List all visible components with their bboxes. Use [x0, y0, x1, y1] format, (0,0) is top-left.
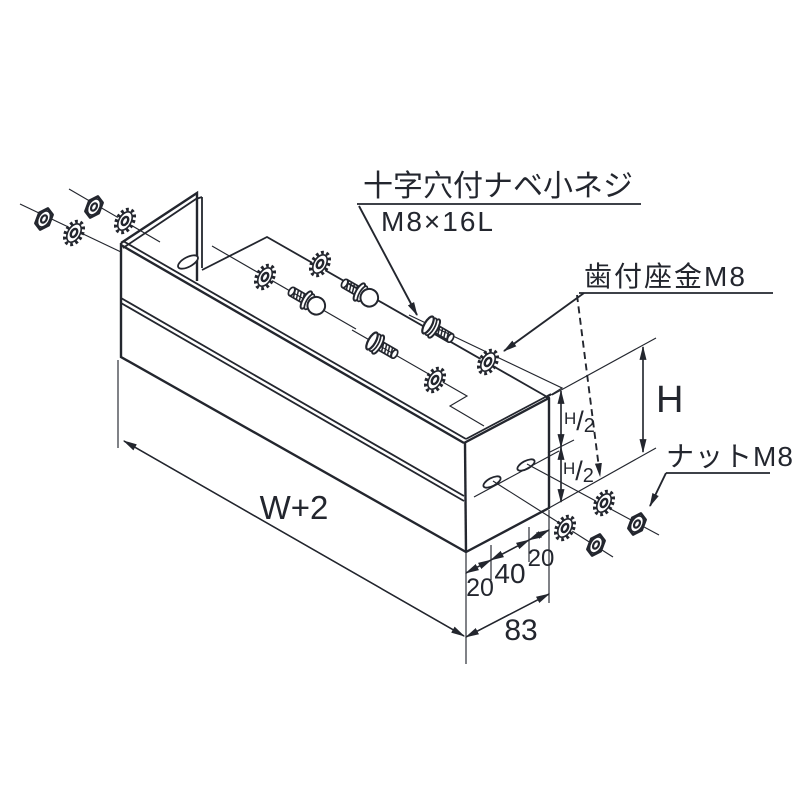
machine-screw-2	[340, 278, 380, 308]
callout-nut: ナットM8	[649, 441, 794, 508]
dimension-half-height-lower: H/2	[557, 445, 594, 504]
toothed-washer-6	[476, 348, 500, 376]
left-end-plate	[120, 190, 203, 281]
toothed-washer-5	[423, 366, 447, 394]
dimension-depth: 83	[464, 593, 551, 647]
screw-label-line2: M8×16L	[381, 206, 495, 237]
slot-hole-end-lower	[482, 475, 502, 489]
bracket-body	[119, 190, 552, 554]
dimension-annotations: W+2 H H/2 H/2	[117, 337, 683, 664]
dimension-width: W+2	[122, 440, 466, 637]
hex-nuts	[34, 195, 647, 557]
toothed-washer-label: 歯付座金M8	[584, 261, 747, 292]
screw-label-line1: 十字穴付ナベ小ネジ	[363, 170, 633, 203]
dimension-half-height-lower-value: H/2	[563, 456, 594, 487]
extension-lines	[117, 337, 657, 664]
toothed-washer-3	[253, 263, 277, 291]
hex-nut-4	[586, 533, 606, 557]
machine-screw-4	[421, 315, 455, 344]
dimension-offset-back-value: 20	[528, 545, 555, 572]
machine-screw-3	[365, 331, 399, 360]
dimension-height: H	[639, 345, 683, 454]
callout-toothed-washer: 歯付座金M8	[503, 261, 773, 478]
toothed-washer-2	[62, 219, 86, 247]
nut-label: ナットM8	[666, 441, 794, 472]
slot-hole-left	[177, 254, 199, 270]
dimension-half-height-upper: H/2	[557, 389, 595, 449]
dimension-hole-pitch-value: 40	[494, 558, 525, 589]
dimension-offset-front-value: 20	[466, 574, 494, 602]
callout-labels: 十字穴付ナベ小ネジ M8×16L 歯付座金M8 ナットM8	[357, 170, 794, 508]
hex-nut-3	[627, 512, 647, 536]
assembly-centerlines	[19, 188, 660, 558]
machine-screw-1	[287, 286, 327, 316]
dimension-half-height-upper-value: H/2	[564, 406, 595, 437]
right-end-face	[463, 393, 552, 554]
toothed-washer-8	[553, 514, 577, 542]
dimension-height-value: H	[656, 379, 683, 421]
front-web	[119, 240, 467, 554]
toothed-washer-4	[308, 250, 332, 278]
slot-hole-end-upper	[516, 458, 536, 472]
dimension-width-value: W+2	[260, 489, 329, 526]
toothed-washer-1	[113, 207, 137, 235]
top-flange-back-edge	[201, 235, 550, 399]
callout-screw: 十字穴付ナベ小ネジ M8×16L	[357, 170, 641, 317]
dimension-depth-value: 83	[504, 614, 537, 647]
dimension-hole-offsets: 20 40 20	[464, 529, 555, 602]
machine-screws	[287, 278, 455, 360]
toothed-washer-7	[592, 489, 616, 517]
hex-nut-2	[34, 207, 54, 231]
hex-nut-1	[84, 195, 104, 219]
